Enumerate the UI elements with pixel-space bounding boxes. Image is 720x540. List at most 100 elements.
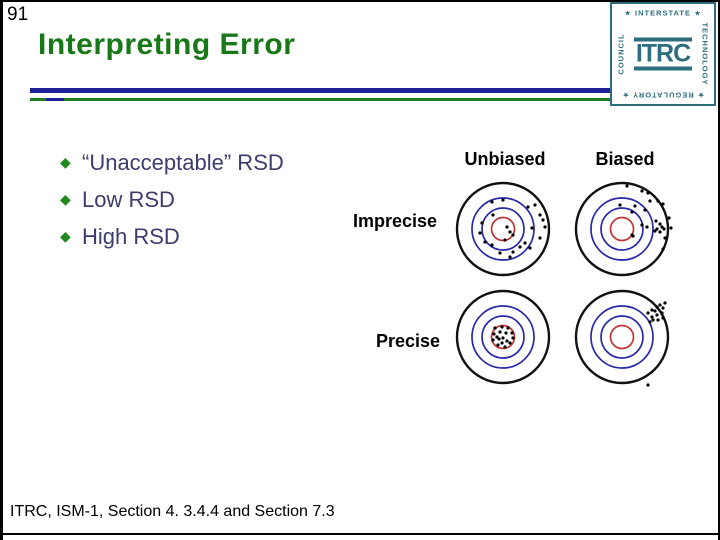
data-dot: [650, 308, 654, 312]
data-dot: [658, 303, 662, 307]
data-dot: [480, 221, 484, 225]
data-dot: [523, 241, 527, 245]
bullet-label: Low RSD: [82, 187, 175, 212]
data-dot: [630, 210, 634, 214]
slide-border-right: [718, 0, 720, 540]
data-dot: [498, 251, 502, 255]
data-dot: [640, 189, 644, 193]
data-dot: [505, 339, 509, 343]
row-label-imprecise: Imprecise: [352, 211, 437, 231]
diamond-bullet-icon: ◆: [60, 192, 71, 208]
slide-number: 91: [7, 4, 29, 25]
logo-text-regulatory: ★ REGULATORY ★: [621, 90, 705, 100]
data-dot: [530, 226, 534, 230]
slide-footer: ITRC, ISM-1, Section 4. 3.4.4 and Sectio…: [10, 503, 335, 520]
data-dot: [656, 199, 660, 203]
data-dot: [640, 223, 644, 227]
bullseye-biased-precise: [574, 289, 670, 387]
logo-bar-top: [634, 37, 692, 42]
itrc-logo: ★ INTERSTATE ★ TECHNOLOGY ★ REGULATORY ★…: [610, 2, 716, 106]
bullet-list: ◆ “Unacceptable” RSD ◆ Low RSD ◆ High RS…: [60, 150, 284, 261]
data-dot: [646, 383, 650, 387]
data-dot: [651, 318, 655, 322]
data-dot: [655, 227, 659, 231]
data-dot: [492, 332, 496, 336]
data-dot: [650, 315, 654, 319]
data-dot: [490, 200, 494, 204]
title-underline-navy: [30, 88, 610, 93]
data-dot: [630, 233, 634, 237]
data-dot: [510, 331, 514, 335]
logo-text-interstate: ★ INTERSTATE ★: [624, 8, 702, 18]
bullet-item: ◆ “Unacceptable” RSD: [60, 150, 284, 176]
data-dot: [663, 236, 667, 240]
bullet-label: “Unacceptable” RSD: [82, 150, 284, 175]
logo-bar-bottom: [634, 66, 692, 71]
data-dot: [653, 309, 657, 313]
data-dot: [497, 337, 501, 341]
data-dot: [538, 236, 542, 240]
bullet-item: ◆ Low RSD: [60, 187, 284, 213]
data-dot: [662, 227, 666, 231]
logo-text-technology: TECHNOLOGY: [700, 22, 710, 86]
data-dot: [648, 320, 652, 324]
data-dot: [633, 204, 637, 208]
data-dot: [660, 225, 664, 229]
data-dot: [625, 184, 629, 188]
data-dot: [658, 222, 662, 226]
data-dot: [505, 225, 509, 229]
title-underline-green: [30, 98, 612, 101]
data-dot: [661, 202, 665, 206]
bullet-label: High RSD: [82, 224, 180, 249]
data-dot: [503, 238, 507, 242]
bullet-item: ◆ High RSD: [60, 224, 284, 250]
data-dot: [648, 199, 652, 203]
data-dot: [491, 338, 495, 342]
data-dot: [491, 213, 495, 217]
data-dot: [501, 198, 505, 202]
logo-text-council: COUNCIL: [616, 33, 626, 75]
data-dot: [653, 229, 657, 233]
data-dot: [543, 225, 547, 229]
data-dot: [533, 203, 537, 207]
data-dot: [654, 219, 658, 223]
data-dot: [478, 231, 482, 235]
diamond-bullet-icon: ◆: [60, 229, 71, 245]
column-header-unbiased: Unbiased: [464, 149, 546, 169]
slide-border-left: [0, 0, 3, 540]
data-dot: [511, 233, 515, 237]
bullseye-unbiased-precise: [455, 289, 551, 385]
data-dot: [508, 341, 512, 345]
bullseye-unbiased-imprecise: [455, 181, 551, 277]
data-dot: [508, 230, 512, 234]
slide-border-top: [0, 0, 720, 2]
data-dot: [646, 311, 650, 315]
data-dot: [646, 191, 650, 195]
data-dot: [645, 225, 649, 229]
data-dot: [658, 230, 662, 234]
data-dot: [496, 343, 500, 347]
data-dot: [504, 331, 508, 335]
data-dot: [661, 247, 665, 251]
data-dot: [500, 325, 504, 329]
diamond-bullet-icon: ◆: [60, 155, 71, 171]
row-label-precise: Precise: [375, 331, 440, 351]
data-dot: [495, 335, 499, 339]
bullseye-biased-imprecise: [574, 181, 673, 277]
bullseye-grid: [455, 181, 673, 387]
data-dot: [490, 243, 494, 247]
data-dot: [618, 203, 622, 207]
data-dot: [501, 336, 505, 340]
data-dot: [511, 336, 515, 340]
logo-word: ITRC: [635, 39, 691, 68]
title-underline-accent: [46, 98, 64, 101]
logo-itrc-wordmark: ITRC: [634, 37, 692, 71]
data-dot: [541, 218, 545, 222]
data-dot: [493, 326, 497, 330]
data-dot: [538, 213, 542, 217]
data-dot: [643, 208, 647, 212]
data-dot: [660, 311, 664, 315]
data-dot: [498, 330, 502, 334]
data-dot: [663, 301, 667, 305]
